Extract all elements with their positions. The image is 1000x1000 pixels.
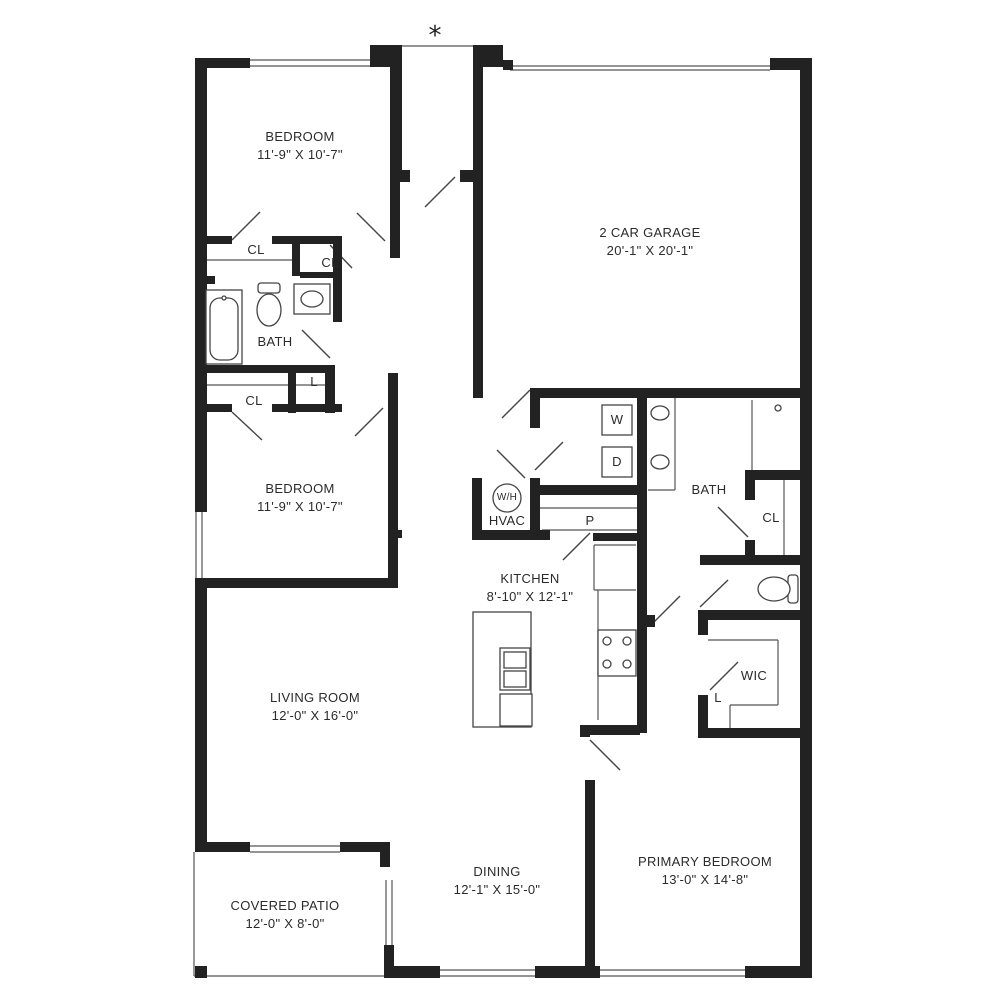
primary-bedroom-title: PRIMARY BEDROOM (637, 854, 773, 869)
kitchen-dims: 8'-10" X 12'-1" (486, 589, 574, 604)
primary-bedroom-label: PRIMARY BEDROOM 13'-0" X 14'-8" (620, 853, 790, 889)
kitchen-title: KITCHEN (500, 571, 560, 586)
dryer-icon (601, 446, 633, 478)
pantry-label: P (585, 513, 595, 528)
bedroom-mid-dims: 11'-9" X 10'-7" (257, 499, 343, 514)
bathtub-icon (205, 289, 243, 365)
primary-bedroom-dims: 13'-0" X 14'-8" (661, 872, 749, 887)
double-vanity-icon (650, 405, 670, 470)
garage-label: 2 CAR GARAGE 20'-1" X 20'-1" (570, 224, 730, 260)
entry-marker: * (429, 21, 442, 51)
living-label: LIVING ROOM 12'-0" X 16'-0" (245, 689, 385, 725)
kitchen-label: KITCHEN 8'-10" X 12'-1" (460, 570, 600, 606)
dining-dims: 12'-1" X 15'-0" (453, 882, 541, 897)
bedroom-top-dims: 11'-9" X 10'-7" (257, 147, 343, 162)
shower-head-icon (774, 404, 782, 412)
closet-label: CL (762, 510, 780, 525)
kitchen-island-icon (472, 611, 533, 728)
bedroom-top-label: BEDROOM 11'-9" X 10'-7" (230, 128, 370, 164)
dining-label: DINING 12'-1" X 15'-0" (427, 863, 567, 899)
living-dims: 12'-0" X 16'-0" (271, 708, 359, 723)
bedroom-top-title: BEDROOM (265, 129, 335, 144)
walls (195, 45, 812, 978)
patio-title: COVERED PATIO (230, 898, 340, 913)
washer-icon (601, 404, 633, 436)
sink-icon (293, 283, 331, 315)
garage-dims: 20'-1" X 20'-1" (606, 243, 694, 258)
door-swings (231, 176, 749, 771)
dining-title: DINING (473, 864, 521, 879)
linen-label: L (310, 374, 318, 389)
linen-label: L (714, 690, 722, 705)
dryer-label: D (612, 454, 622, 469)
bath-label: BATH (257, 334, 293, 349)
bedroom-mid-label: BEDROOM 11'-9" X 10'-7" (230, 480, 370, 516)
water-heater-label: W/H (496, 492, 518, 503)
patio-dims: 12'-0" X 8'-0" (245, 916, 325, 931)
wic-label: WIC (740, 668, 768, 683)
toilet-right-icon (757, 574, 799, 604)
closet-label: CL (247, 242, 265, 257)
thin-lines (193, 45, 785, 977)
garage-title: 2 CAR GARAGE (599, 225, 701, 240)
bath-label: BATH (691, 482, 727, 497)
hvac-label: HVAC (488, 513, 526, 528)
toilet-icon (256, 282, 282, 327)
closet-label: CL (245, 393, 263, 408)
fixtures (205, 282, 799, 728)
water-heater-icon (492, 483, 522, 513)
living-title: LIVING ROOM (270, 690, 360, 705)
closet-label: CL (321, 255, 339, 270)
stove-icon (597, 629, 637, 677)
patio-label: COVERED PATIO 12'-0" X 8'-0" (215, 897, 355, 933)
bedroom-mid-title: BEDROOM (265, 481, 335, 496)
washer-label: W (610, 412, 624, 427)
